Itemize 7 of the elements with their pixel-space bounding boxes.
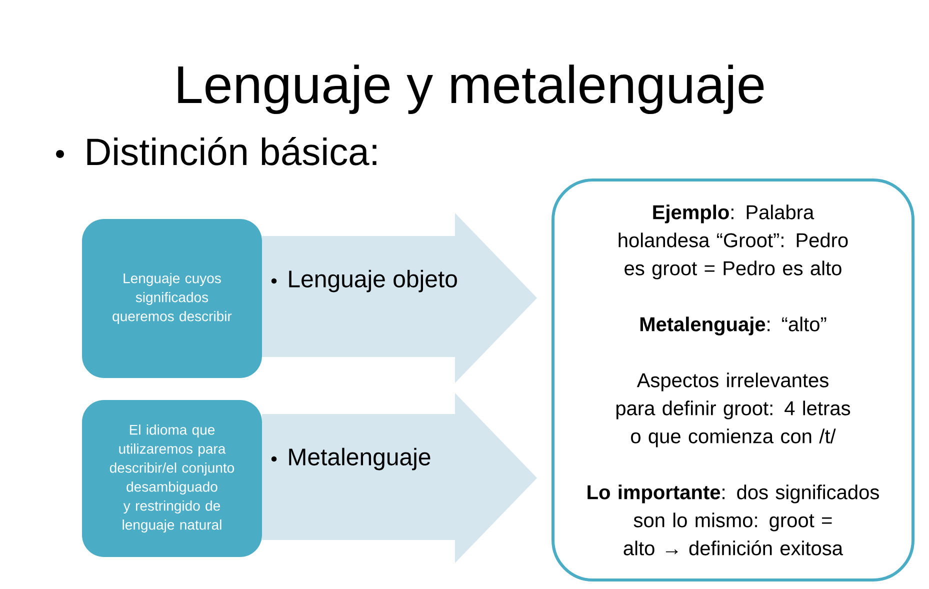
bullet-text: Distinción básica: bbox=[56, 137, 376, 166]
process-box: El idioma que utilizaremos para describir/el conjunto desambiguado y restringido de lenguaje natural bbox=[82, 400, 262, 557]
pointed-banner: Lenguaje objeto bbox=[262, 213, 537, 383]
slide-title: Lenguaje y metalenguaje bbox=[178, 64, 764, 114]
process-box: Lenguaje cuyos significados queremos describir bbox=[82, 219, 262, 378]
example-box: Ejemplo: Palabra holandesa “Groot”: Pedro es groot = Pedro es alto Metalenguaje: “alto” Aspectos irrelevantes para definir groot: 4 letras o que comienza con /t/ Lo importante: dos significados son lo mismo: groot = alto → definición exitosa bbox=[552, 178, 914, 582]
pointed-banner: Metalenguaje bbox=[262, 393, 537, 563]
